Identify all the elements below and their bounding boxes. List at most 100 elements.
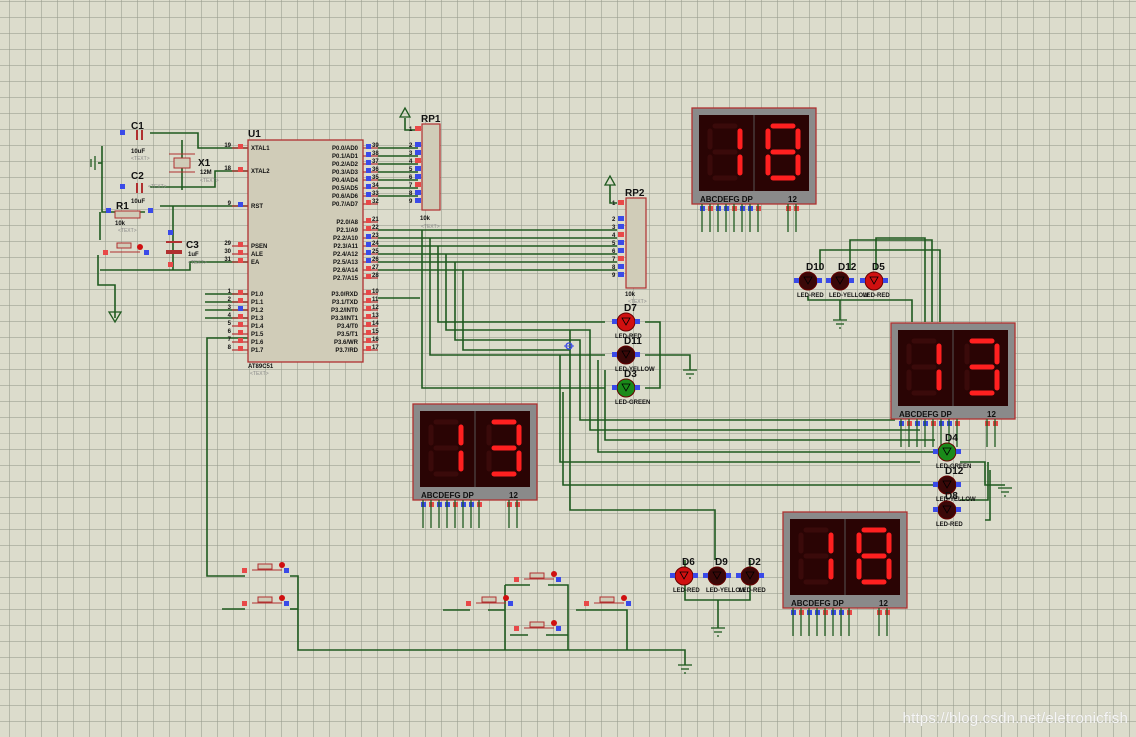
pin-state-marker <box>366 322 371 327</box>
mcu-pin-number: 38 <box>372 151 379 157</box>
led-type: LED-RED <box>615 334 642 340</box>
pin-state-marker <box>238 346 243 351</box>
mcu-pin-number: 31 <box>224 257 231 263</box>
rp-pin-marker <box>415 182 421 187</box>
mcu-pin-number: 25 <box>372 249 379 255</box>
led-ref: D11 <box>624 336 642 347</box>
mcu-pin-number: 23 <box>372 233 379 239</box>
pin-state-marker <box>366 314 371 319</box>
pin-state-marker <box>366 160 371 165</box>
pin-state-marker <box>238 167 243 172</box>
crystal-x1[interactable]: X1 12M <TEXT> <box>169 153 219 184</box>
capacitor-c2[interactable]: C2 10uF <TEXT> <box>120 171 167 205</box>
diode-symbol-icon <box>621 350 631 359</box>
led-pin-marker <box>860 278 865 283</box>
svg-text:10uF: 10uF <box>131 149 145 155</box>
pin-marker <box>556 577 561 582</box>
push-button-1[interactable] <box>242 562 289 573</box>
reset-button[interactable] <box>103 242 149 255</box>
push-button-2[interactable] <box>242 595 289 606</box>
rp-pin-number: 5 <box>409 167 413 173</box>
rp-pin-marker <box>618 224 624 229</box>
resistor-r1[interactable]: R1 10k <TEXT> <box>106 201 153 234</box>
svg-text:<TEXT>: <TEXT> <box>250 371 269 377</box>
diode-symbol-icon <box>745 571 755 580</box>
mcu-pin-number: 35 <box>372 175 379 181</box>
led-type: LED-YELLOW <box>829 293 869 299</box>
mcu-pin-name: P0.1/AD1 <box>332 154 359 160</box>
push-button-4[interactable] <box>514 620 561 631</box>
pin-marker <box>626 601 631 606</box>
svg-text:X1: X1 <box>198 158 211 169</box>
pin-state-marker <box>238 202 243 207</box>
led-body <box>616 345 636 365</box>
rp-pin-marker <box>618 264 624 269</box>
c1-ref: C1 <box>131 121 144 132</box>
led-pin-marker <box>635 385 640 390</box>
pin-state-marker <box>366 226 371 231</box>
rp-pin-number: 2 <box>612 217 616 223</box>
push-button-5[interactable] <box>466 595 513 606</box>
diode-symbol-icon <box>942 447 952 456</box>
wires <box>97 118 1005 665</box>
mcu-pin-name: P2.2/A10 <box>333 236 359 242</box>
led-pin-marker <box>759 573 764 578</box>
led-type: LED-RED <box>936 522 963 528</box>
push-button-3[interactable] <box>514 571 561 582</box>
mcu-pin-name: P0.4/AD4 <box>332 178 359 184</box>
rp-pin-number: 9 <box>409 199 413 205</box>
rp-pin-marker <box>415 198 421 203</box>
display-com-label: 12 <box>879 599 888 608</box>
rp-pin-marker <box>618 272 624 277</box>
rp-pin-number: 7 <box>612 257 616 263</box>
led-type: LED-GREEN <box>936 464 971 470</box>
pin-state-marker <box>238 338 243 343</box>
pin-state-marker <box>366 184 371 189</box>
led-ref: D4 <box>945 433 958 444</box>
svg-text:C3: C3 <box>186 240 199 251</box>
push-button-6[interactable] <box>584 595 631 606</box>
button-state-led-icon <box>621 595 627 601</box>
mcu-pin-number: 33 <box>372 191 379 197</box>
mcu-pin-number: 10 <box>372 289 379 295</box>
rp-pin-number: 6 <box>612 249 616 255</box>
mcu-pin-name: P1.4 <box>251 324 264 330</box>
mcu-pin-number: 36 <box>372 167 379 173</box>
button-state-led-icon <box>551 571 557 577</box>
led-ref: D3 <box>624 369 637 380</box>
pin-marker <box>584 601 589 606</box>
pin-state-marker <box>366 258 371 263</box>
mcu-pin-number: 3 <box>228 305 232 311</box>
capacitor-c1[interactable]: C1 10uF <TEXT> <box>120 121 150 162</box>
diode-symbol-icon <box>869 276 879 285</box>
rp-pin-marker <box>618 216 624 221</box>
pin-state-marker <box>238 322 243 327</box>
rp-pin-number: 8 <box>612 265 616 271</box>
pin-state-marker <box>238 306 243 311</box>
led-pin-marker <box>635 352 640 357</box>
capacitor-c3[interactable]: C3 1uF <TEXT> <box>166 230 207 267</box>
rp-pin-marker <box>415 158 421 163</box>
led-ref: D7 <box>624 303 637 314</box>
pin-state-marker <box>238 144 243 149</box>
